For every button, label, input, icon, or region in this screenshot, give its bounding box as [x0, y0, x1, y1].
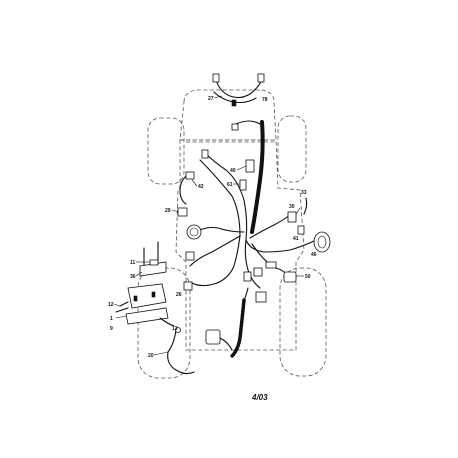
callout-29: 29	[165, 208, 171, 214]
callout-26: 26	[176, 292, 182, 298]
part-26	[183, 281, 193, 291]
battery-tray	[125, 307, 169, 325]
battery-assembly	[115, 241, 195, 375]
callout-61: 61	[227, 182, 233, 188]
body-outline	[175, 139, 305, 351]
callout-20: 20	[148, 353, 154, 359]
tractor-outline	[137, 89, 327, 379]
ignition-switch	[245, 159, 255, 173]
headlight-left	[212, 73, 220, 83]
part-42	[185, 171, 195, 180]
callout-12: 12	[108, 302, 114, 308]
callout-40: 40	[230, 168, 236, 174]
part-50	[283, 271, 297, 283]
front-right-wheel	[277, 115, 307, 183]
rear-right-wheel	[279, 267, 327, 377]
callouts: 27 78 40 61 42 33 29 30 41 46 11 36 50 1…	[108, 96, 317, 359]
callout-11: 11	[130, 260, 136, 266]
callout-33: 33	[301, 190, 307, 196]
main-harness	[189, 120, 317, 289]
callout-13: 13	[172, 326, 178, 332]
callout-27: 27	[208, 96, 214, 102]
switch-61	[239, 179, 247, 191]
part-46	[313, 231, 331, 253]
callout-41: 41	[293, 236, 299, 242]
callout-30: 30	[289, 204, 295, 210]
headlight-harness	[212, 73, 265, 107]
rear-harness	[205, 287, 267, 358]
callout-36: 36	[130, 274, 136, 280]
callout-1: 1	[110, 316, 113, 322]
part-29	[177, 207, 188, 217]
callout-50: 50	[305, 274, 311, 280]
headlight-right	[257, 73, 265, 83]
callout-9: 9	[110, 326, 113, 332]
seat-switch	[205, 329, 221, 345]
hood-outline	[179, 89, 277, 141]
battery	[127, 283, 167, 309]
leader-lines	[113, 95, 304, 356]
callout-78: 78	[262, 97, 268, 103]
date-code: 4/03	[251, 393, 268, 402]
part-30	[287, 211, 297, 223]
rear-left-wheel	[137, 267, 191, 379]
callout-46: 46	[311, 252, 317, 258]
battery-cable	[167, 329, 195, 375]
callout-42: 42	[198, 184, 204, 190]
connector-left	[186, 224, 202, 240]
front-left-wheel	[147, 117, 185, 185]
